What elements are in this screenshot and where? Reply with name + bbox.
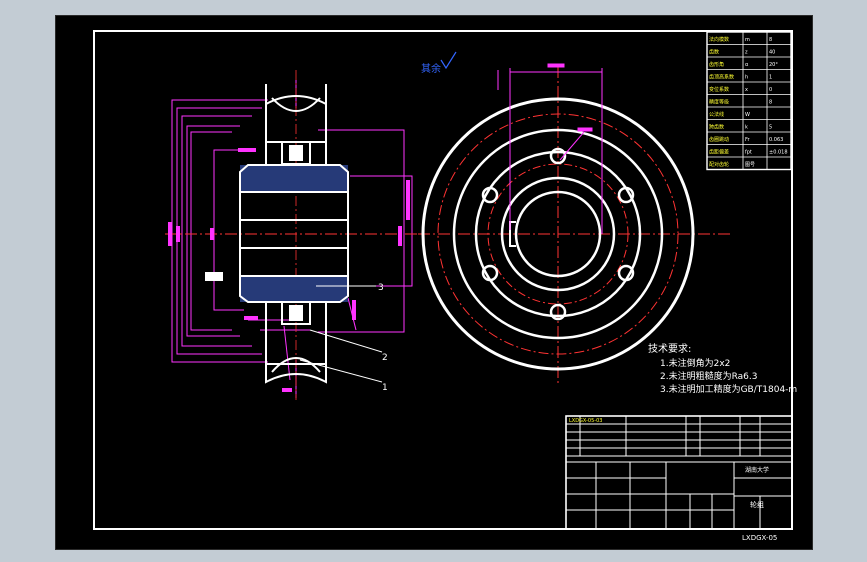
param-cell: 8 bbox=[769, 37, 772, 43]
note-1: 1.未注倒角为2x2 bbox=[660, 357, 730, 369]
param-cell: 变位系数 bbox=[709, 86, 729, 93]
upper-wheel bbox=[265, 84, 327, 165]
param-cell: 5 bbox=[769, 125, 772, 131]
hub-section bbox=[239, 164, 349, 303]
section-view: 3 2 1 bbox=[165, 70, 420, 400]
param-cell: x bbox=[745, 87, 748, 93]
param-cell: 齿圈跳动 bbox=[709, 136, 729, 143]
datum-box bbox=[205, 272, 223, 281]
front-dimensions bbox=[497, 63, 603, 234]
param-cell: h bbox=[745, 75, 748, 81]
keyway bbox=[509, 221, 516, 247]
note-3: 3.未注明加工精度为GB/T1804-m bbox=[660, 383, 797, 395]
parameter-table: 法向模数 m 8 齿数 z 40 齿形角 α 20° 齿顶高系数 h 1 变位系数 x 0 精度等级 8 公法线 W… bbox=[706, 31, 792, 171]
param-cell: 20° bbox=[769, 62, 778, 68]
bore-circle bbox=[514, 190, 602, 278]
bolt-holes bbox=[481, 147, 635, 321]
param-cell: 40 bbox=[769, 50, 775, 56]
param-cell: 齿距偏差 bbox=[709, 149, 729, 156]
param-cell: W bbox=[745, 112, 750, 118]
code-text: LXDGX-05-03 bbox=[569, 418, 602, 424]
dimension-text-marks bbox=[168, 148, 410, 392]
param-cell: z bbox=[745, 50, 748, 56]
param-cell: 0.063 bbox=[769, 137, 783, 143]
param-cell: 8 bbox=[769, 100, 772, 106]
param-cell: 1 bbox=[769, 75, 772, 81]
part-label-3: 3 bbox=[378, 283, 384, 293]
param-cell: 齿顶高系数 bbox=[709, 74, 734, 81]
surface-roughness-symbol: 其余 bbox=[421, 51, 457, 75]
front-view bbox=[418, 63, 730, 384]
drawing-sheet bbox=[55, 15, 813, 550]
param-cell: Fr bbox=[745, 137, 751, 143]
param-cell: 齿数 bbox=[709, 49, 719, 56]
technical-notes: 技术要求: 1.未注倒角为2x2 2.未注明粗糙度为Ra6.3 3.未注明加工精… bbox=[648, 342, 797, 395]
lower-wheel bbox=[265, 301, 327, 384]
param-cell: k bbox=[745, 125, 748, 131]
school-name: 湖南大学 bbox=[745, 466, 769, 474]
param-cell: ±0.018 bbox=[769, 150, 788, 156]
param-cell: 公法线 bbox=[709, 111, 724, 118]
notes-title: 技术要求: bbox=[648, 342, 691, 355]
outer-circle bbox=[421, 97, 695, 371]
title-block-text: LXDGX-05-03 湖南大学 轮组 LXDGX-05 bbox=[569, 418, 777, 542]
param-cell: 图号 bbox=[745, 162, 755, 168]
part-label-2: 2 bbox=[382, 353, 388, 363]
param-table-frame bbox=[706, 31, 792, 171]
part-name: 轮组 bbox=[750, 500, 764, 509]
param-cell: 齿形角 bbox=[709, 61, 724, 68]
note-2: 2.未注明粗糙度为Ra6.3 bbox=[660, 370, 757, 382]
inner-border bbox=[93, 30, 793, 530]
param-cell: 精度等级 bbox=[709, 99, 729, 106]
param-cell: 0 bbox=[769, 87, 772, 93]
param-cell: fpt bbox=[745, 150, 752, 156]
param-cell: α bbox=[745, 62, 749, 68]
leader-lines bbox=[299, 285, 383, 383]
param-cell: 配对齿轮 bbox=[709, 161, 729, 168]
param-cell: 法向模数 bbox=[709, 36, 729, 43]
param-cell: m bbox=[745, 37, 750, 43]
param-cell: 跨齿数 bbox=[709, 124, 724, 131]
svg-text:其余: 其余 bbox=[421, 62, 441, 75]
part-label-1: 1 bbox=[382, 383, 388, 393]
drawing-number: LXDGX-05 bbox=[742, 534, 777, 542]
title-block bbox=[565, 415, 793, 530]
